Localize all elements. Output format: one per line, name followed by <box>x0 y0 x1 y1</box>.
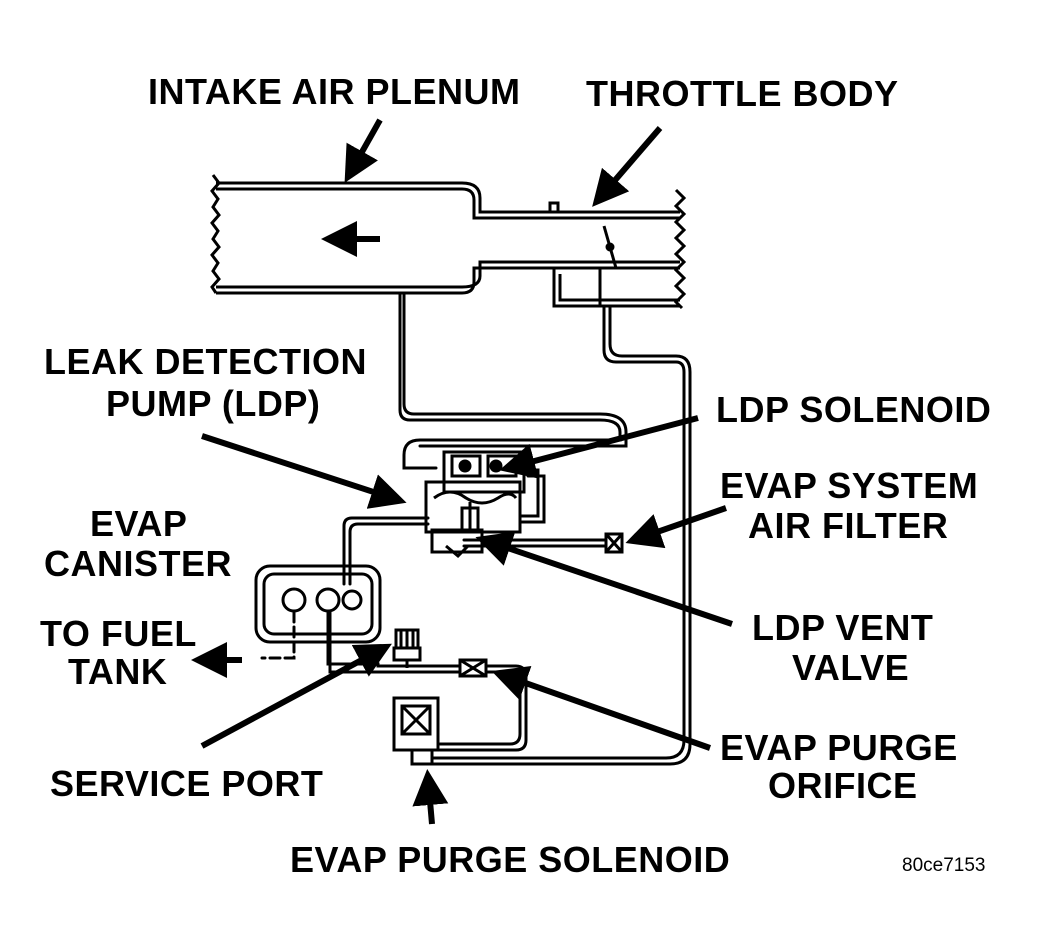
arrow-evap-purge-orifice <box>491 665 711 751</box>
evap-system-air-filter <box>604 532 624 554</box>
label-evap-purge-orifice-line1: EVAP PURGE <box>720 727 958 768</box>
label-evap-system-air-filter-line1: EVAP SYSTEM <box>720 465 979 506</box>
label-ldp-solenoid: LDP SOLENOID <box>716 389 992 430</box>
label-to-fuel-tank-line2: TANK <box>68 651 168 692</box>
label-service-port: SERVICE PORT <box>50 763 324 804</box>
arrow-service-port <box>200 643 392 749</box>
arrow-ldp-solenoid <box>499 415 699 479</box>
throttle-body <box>548 188 687 310</box>
arrow-evap-system-air-filter <box>625 505 727 549</box>
arrow-leak-detection-pump <box>201 433 407 509</box>
intake-air-plenum <box>210 174 680 295</box>
arrow-throttle-body <box>592 126 663 207</box>
evap-canister <box>254 564 382 644</box>
leader-arrows <box>191 118 733 825</box>
evap-purge-orifice <box>458 658 488 678</box>
label-evap-purge-solenoid: EVAP PURGE SOLENOID <box>290 839 731 880</box>
arrow-intake-air-plenum <box>344 118 383 183</box>
label-evap-purge-orifice-line2: ORIFICE <box>768 765 918 806</box>
label-evap-canister-line1: EVAP <box>90 503 188 544</box>
evap-purge-solenoid <box>392 696 440 766</box>
label-leak-detection-pump-line2: PUMP (LDP) <box>106 383 321 424</box>
label-ldp-vent-valve-line2: VALVE <box>792 647 910 688</box>
label-ldp-vent-valve-line1: LDP VENT <box>752 607 934 648</box>
service-port <box>392 628 422 668</box>
label-evap-system-air-filter-line2: AIR FILTER <box>748 505 949 546</box>
label-throttle-body: THROTTLE BODY <box>586 73 899 114</box>
figure-code: 80ce7153 <box>902 855 986 876</box>
label-leak-detection-pump-line1: LEAK DETECTION <box>44 341 368 382</box>
label-evap-canister-line2: CANISTER <box>44 543 233 584</box>
label-intake-air-plenum: INTAKE AIR PLENUM <box>148 71 521 112</box>
arrow-ldp-vent-valve <box>475 531 733 627</box>
arrow-evap-purge-solenoid <box>412 769 449 825</box>
label-to-fuel-tank-line1: TO FUEL <box>40 613 197 654</box>
vacuum-hoses <box>260 291 692 766</box>
